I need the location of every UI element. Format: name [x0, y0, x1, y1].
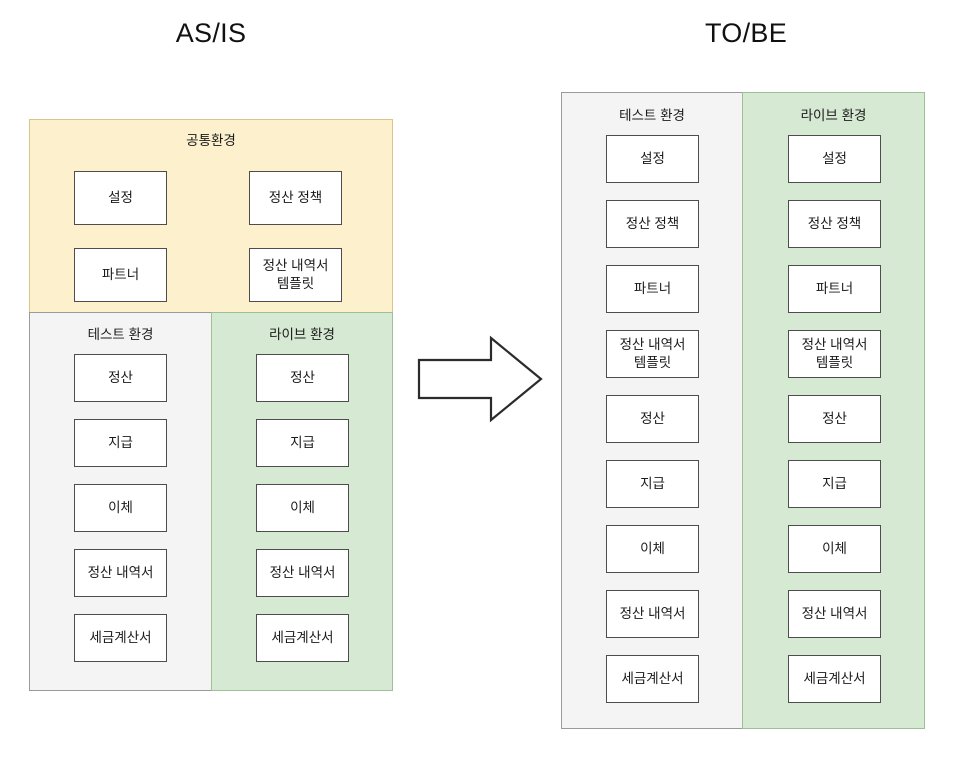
- tobe-test-node-tax-invoice[interactable]: 세금계산서: [606, 655, 699, 703]
- tobe-live-env-label: 라이브 환경: [800, 108, 867, 123]
- tobe-live-node-settlement-statement[interactable]: 정산 내역서: [788, 590, 881, 638]
- asis-common-env-panel: 공통환경 설정 정산 정책 파트너 정산 내역서 템플릿: [29, 119, 393, 313]
- asis-test-env-label: 테스트 환경: [87, 327, 154, 342]
- asis-test-env-panel: 테스트 환경 정산 지급 이체 정산 내역서 세금계산서: [29, 312, 212, 691]
- asis-test-node-payout[interactable]: 지급: [74, 419, 167, 467]
- tobe-live-env-panel: 라이브 환경 설정 정산 정책 파트너 정산 내역서 템플릿 정산 지급 이체 …: [742, 92, 925, 729]
- tobe-test-node-settlement-statement[interactable]: 정산 내역서: [606, 590, 699, 638]
- tobe-title: TO/BE: [704, 18, 788, 48]
- tobe-live-node-setting[interactable]: 설정: [788, 135, 881, 183]
- asis-live-node-tax-invoice[interactable]: 세금계산서: [256, 614, 349, 662]
- tobe-test-env-label: 테스트 환경: [619, 108, 685, 123]
- asis-test-node-settlement-statement[interactable]: 정산 내역서: [74, 549, 167, 597]
- tobe-live-node-settlement[interactable]: 정산: [788, 395, 881, 443]
- asis-title: AS/IS: [175, 18, 247, 48]
- tobe-live-node-payout[interactable]: 지급: [788, 460, 881, 508]
- tobe-test-node-settlement-statement-template[interactable]: 정산 내역서 템플릿: [606, 330, 699, 378]
- tobe-live-node-settlement-statement-template[interactable]: 정산 내역서 템플릿: [788, 330, 881, 378]
- asis-live-node-transfer[interactable]: 이체: [256, 484, 349, 532]
- tobe-live-node-settlement-policy[interactable]: 정산 정책: [788, 200, 881, 248]
- asis-live-node-settlement[interactable]: 정산: [256, 354, 349, 402]
- asis-test-node-transfer[interactable]: 이체: [74, 484, 167, 532]
- right-arrow-icon: [415, 333, 545, 425]
- tobe-live-node-transfer[interactable]: 이체: [788, 525, 881, 573]
- asis-live-node-settlement-statement[interactable]: 정산 내역서: [256, 549, 349, 597]
- asis-common-env-label: 공통환경: [186, 133, 236, 148]
- tobe-live-node-tax-invoice[interactable]: 세금계산서: [788, 655, 881, 703]
- tobe-test-node-transfer[interactable]: 이체: [606, 525, 699, 573]
- asis-test-node-settlement[interactable]: 정산: [74, 354, 167, 402]
- tobe-test-env-panel: 테스트 환경 설정 정산 정책 파트너 정산 내역서 템플릿 정산 지급 이체 …: [561, 92, 743, 729]
- asis-common-node-setting[interactable]: 설정: [74, 171, 167, 225]
- tobe-live-node-partner[interactable]: 파트너: [788, 265, 881, 313]
- asis-common-node-settlement-statement-template[interactable]: 정산 내역서 템플릿: [249, 248, 342, 302]
- tobe-test-node-setting[interactable]: 설정: [606, 135, 699, 183]
- tobe-test-node-payout[interactable]: 지급: [606, 460, 699, 508]
- tobe-test-node-partner[interactable]: 파트너: [606, 265, 699, 313]
- tobe-test-node-settlement-policy[interactable]: 정산 정책: [606, 200, 699, 248]
- asis-live-env-panel: 라이브 환경 정산 지급 이체 정산 내역서 세금계산서: [211, 312, 393, 691]
- asis-live-env-label: 라이브 환경: [269, 327, 335, 342]
- asis-common-node-settlement-policy[interactable]: 정산 정책: [249, 171, 342, 225]
- asis-test-node-tax-invoice[interactable]: 세금계산서: [74, 614, 167, 662]
- asis-common-node-partner[interactable]: 파트너: [74, 248, 167, 302]
- tobe-test-node-settlement[interactable]: 정산: [606, 395, 699, 443]
- asis-live-node-payout[interactable]: 지급: [256, 419, 349, 467]
